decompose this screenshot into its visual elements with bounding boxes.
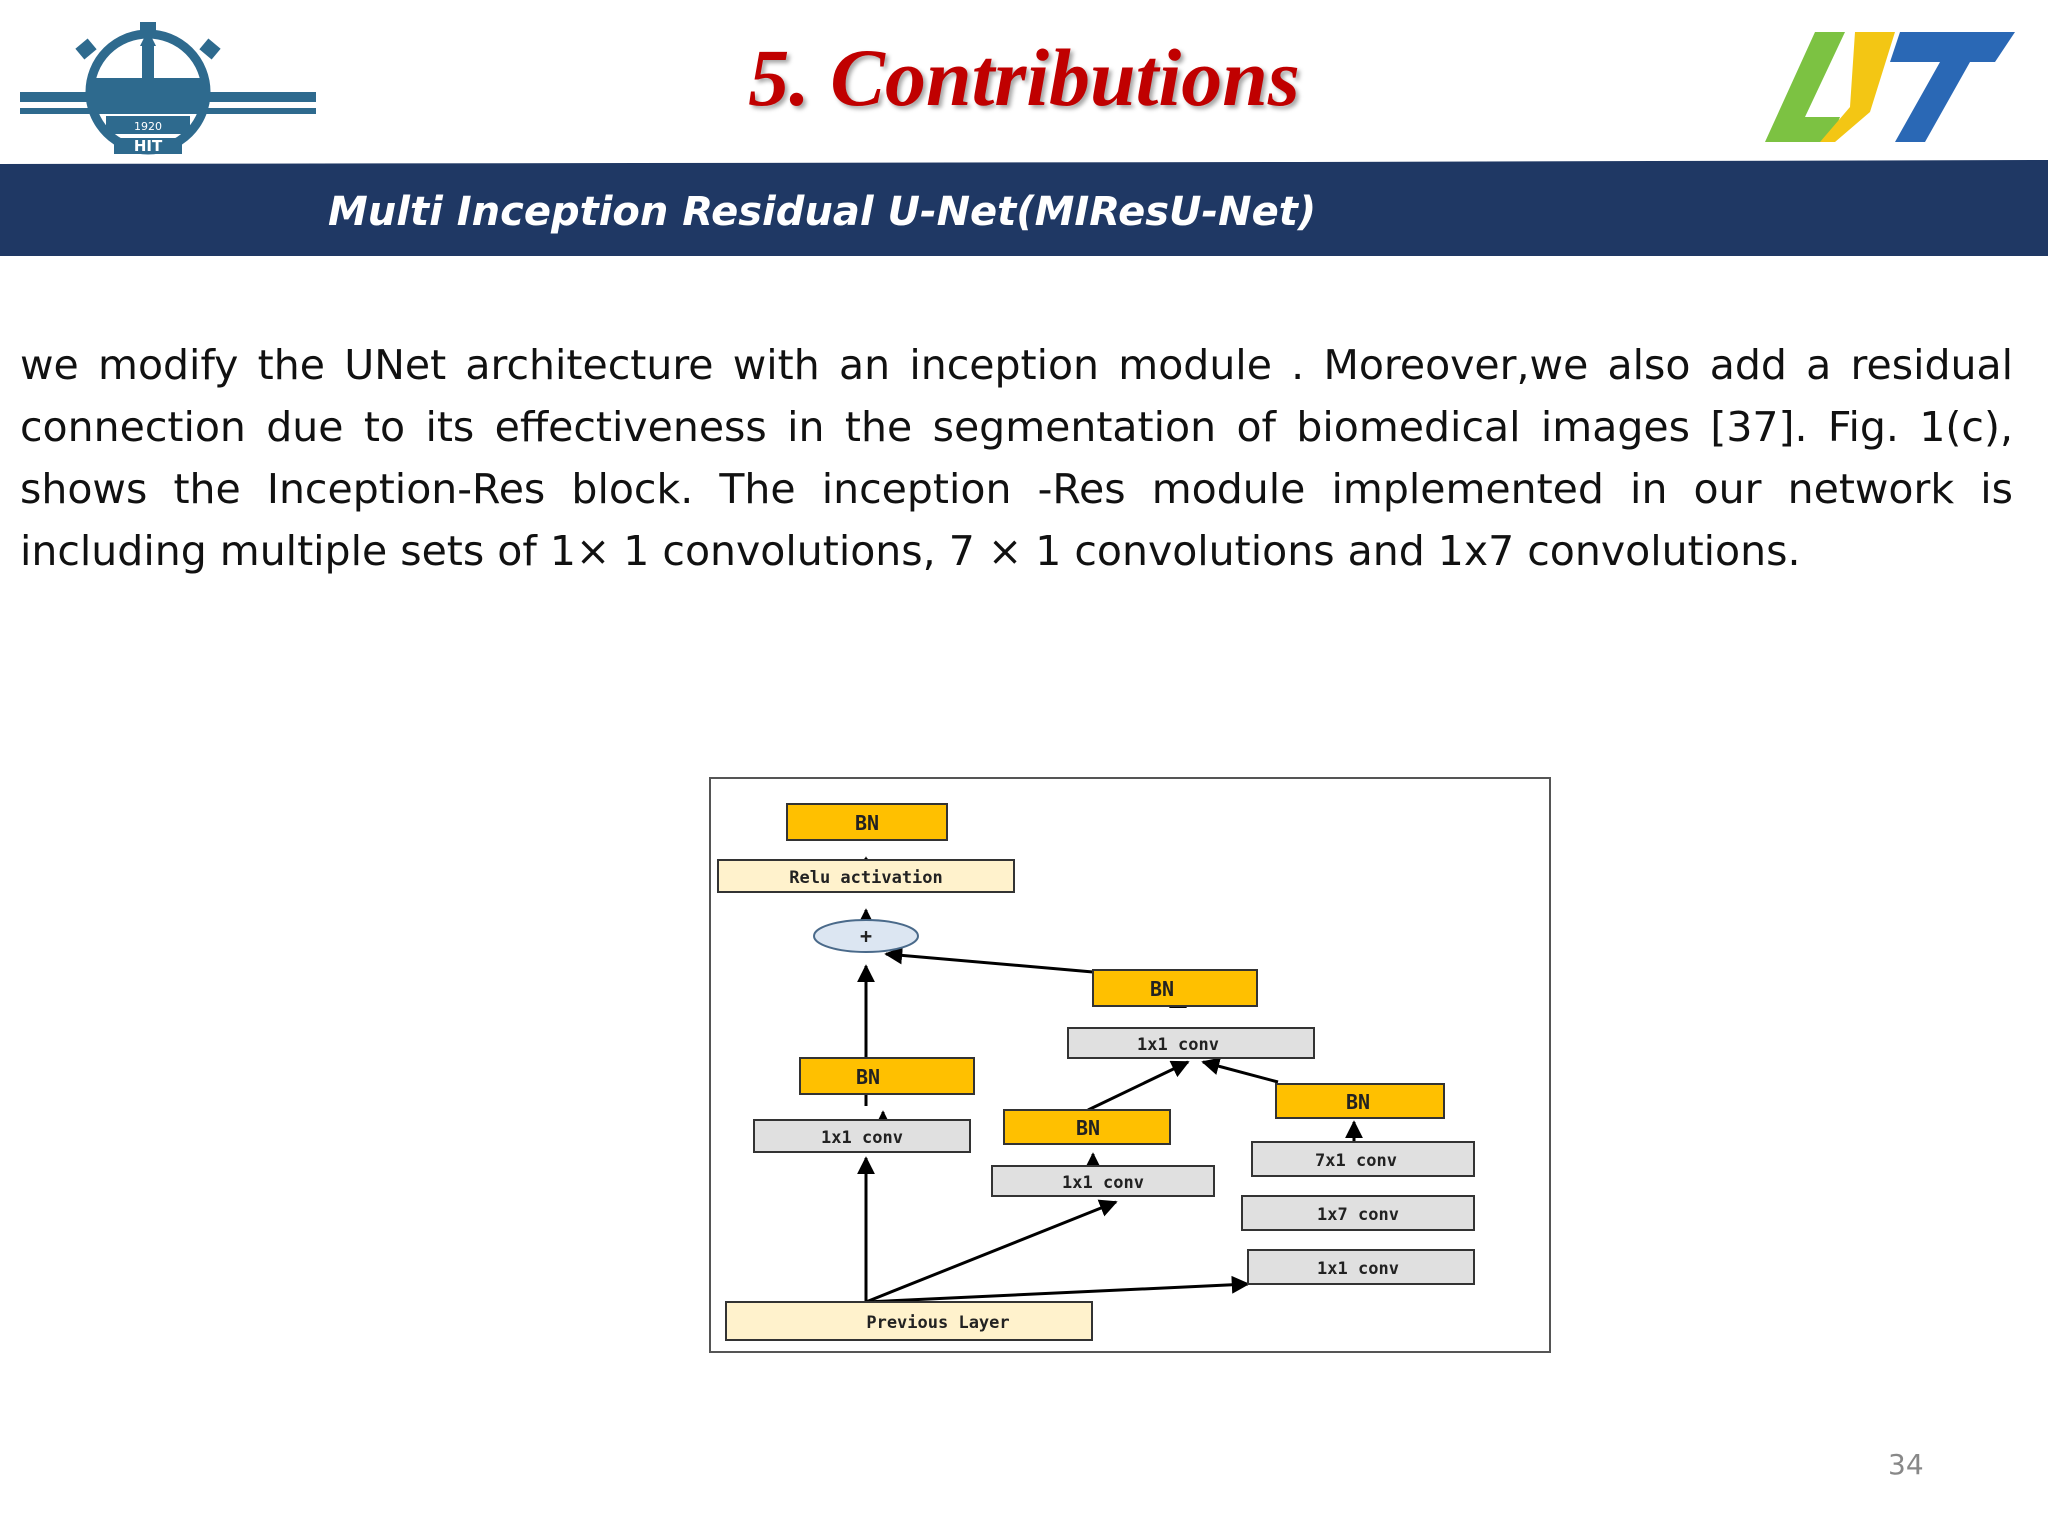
slide-title: 5. Contributions: [748, 32, 1300, 123]
header-rule: [0, 160, 2048, 172]
bn-label-branch3: BN: [1346, 1090, 1370, 1114]
page-number: 34: [1888, 1448, 1924, 1481]
previous-layer-box: [725, 1301, 1093, 1341]
bn-label-top: BN: [855, 811, 879, 835]
subtitle-banner: Multi Inception Residual U-Net(MIResU-Ne…: [0, 172, 2048, 256]
conv-label-1x1-branch3: 1x1 conv: [1317, 1259, 1399, 1279]
emblem-year: 1920: [134, 120, 162, 133]
conv-box-1x1-branch3: [1247, 1249, 1475, 1285]
conv-box-branch1: [753, 1119, 971, 1153]
inception-res-diagram: BN Relu activation + BN 1x1 conv BN 1x1 …: [709, 777, 1551, 1353]
conv-box-merge: [1067, 1027, 1315, 1059]
conv-box-branch2: [991, 1165, 1215, 1197]
body-paragraph: we modify the UNet architecture with an …: [20, 341, 2013, 575]
lab-logo-icon: [1765, 32, 2015, 142]
conv-label-branch2: 1x1 conv: [1062, 1173, 1144, 1193]
relu-label: Relu activation: [789, 868, 943, 888]
bn-box-top: [786, 803, 948, 841]
conv-box-7x1: [1251, 1141, 1475, 1177]
hit-university-emblem-icon: 1920 HIT: [20, 22, 316, 155]
conv-box-1x7: [1241, 1195, 1475, 1231]
conv-label-branch1: 1x1 conv: [821, 1128, 903, 1148]
subtitle-text: Multi Inception Residual U-Net(MIResU-Ne…: [328, 189, 1317, 235]
previous-layer-label: Previous Layer: [866, 1313, 1009, 1333]
add-node: [813, 919, 919, 953]
bn-box-merge: [1092, 969, 1258, 1007]
emblem-letters: HIT: [134, 137, 163, 155]
bn-box-branch3: [1275, 1083, 1445, 1119]
add-label: +: [860, 924, 872, 948]
conv-label-1x7: 1x7 conv: [1317, 1205, 1399, 1225]
bn-box-branch1: [799, 1057, 975, 1095]
relu-box: [717, 859, 1015, 893]
bn-label-merge: BN: [1150, 977, 1174, 1001]
conv-label-merge: 1x1 conv: [1137, 1035, 1219, 1055]
bn-box-branch2: [1003, 1109, 1171, 1145]
bn-label-branch2: BN: [1076, 1116, 1100, 1140]
conv-label-7x1: 7x1 conv: [1315, 1151, 1397, 1171]
bn-label-branch1: BN: [856, 1065, 880, 1089]
